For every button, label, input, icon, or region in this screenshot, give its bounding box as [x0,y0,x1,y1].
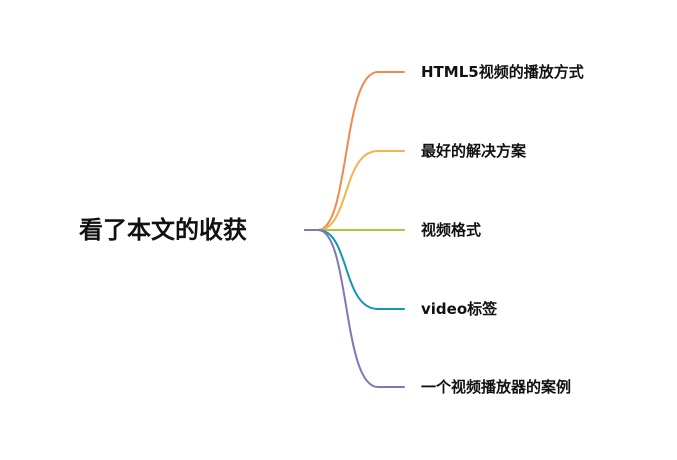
branch-line-3 [317,229,405,310]
branch-line-0 [317,71,405,231]
root-topic: 看了本文的收获 [79,216,247,244]
branch-line-4 [317,229,405,388]
branch-video-tag: video标签 [421,300,498,318]
branch-video-player-example: 一个视频播放器的案例 [421,378,571,396]
branch-best-solution: 最好的解决方案 [421,142,527,160]
branch-video-formats: 视频格式 [421,221,481,239]
branch-line-1 [317,150,405,231]
branch-html5-playback-methods: HTML5视频的播放方式 [421,63,584,81]
